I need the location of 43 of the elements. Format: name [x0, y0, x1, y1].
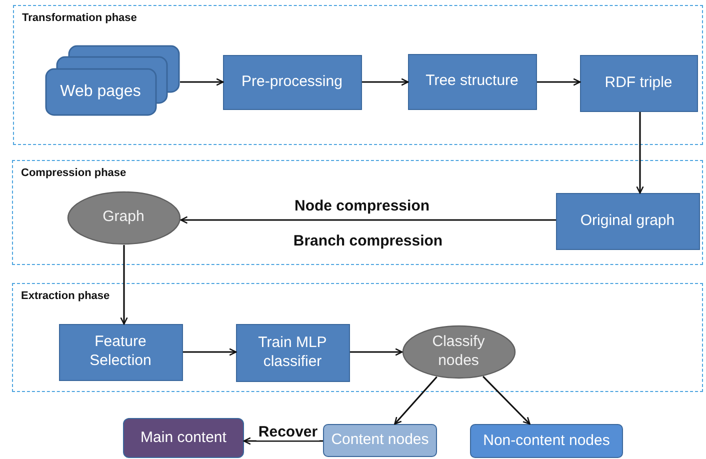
- arrow: [362, 78, 409, 86]
- annotation-text: Branch compression: [291, 232, 445, 250]
- arrow: [183, 348, 237, 356]
- node-label: Non-content nodes: [483, 432, 610, 450]
- process-box: [58, 324, 182, 380]
- node-label: Original graph: [580, 212, 675, 230]
- process-ellipse: [66, 190, 180, 244]
- arrow: [537, 78, 581, 86]
- process-box: [236, 324, 350, 382]
- arrow: [350, 348, 403, 356]
- phase-panel: [13, 5, 703, 145]
- phase-panel: [12, 160, 703, 265]
- process-box: [222, 54, 362, 110]
- node-label: Main content: [140, 428, 226, 448]
- stacked-pages-box: [44, 44, 180, 116]
- arrow: [180, 216, 556, 224]
- process-box: [123, 418, 244, 458]
- process-box: [408, 54, 536, 110]
- node-label: Web pages: [60, 82, 141, 100]
- node-label: Train MLP classifier: [257, 334, 328, 372]
- node-label: Graph: [102, 208, 144, 227]
- node-label: Feature Selection: [88, 333, 152, 371]
- panel-heading: Compression phase: [21, 167, 126, 179]
- arrow: [394, 376, 438, 425]
- process-box: [580, 54, 698, 112]
- node-label: Tree structure: [426, 72, 518, 91]
- arrow: [120, 245, 128, 325]
- process-box: [470, 424, 623, 458]
- phase-panel: [12, 283, 703, 392]
- node-label: Classify nodes: [431, 332, 486, 370]
- edge-label: Recover: [256, 424, 320, 440]
- panel-heading: Transformation phase: [22, 12, 137, 24]
- process-box: [556, 192, 700, 250]
- panel-heading: Extraction phase: [21, 290, 110, 302]
- node-label: Content nodes: [331, 431, 429, 450]
- arrow: [636, 112, 644, 194]
- arrow: [243, 437, 323, 445]
- arrow: [180, 78, 224, 86]
- node-label: Pre-processing: [242, 72, 342, 92]
- process-box: [323, 424, 437, 457]
- process-ellipse: [402, 324, 516, 378]
- arrow: [482, 376, 530, 425]
- node-label: RDF triple: [604, 74, 672, 92]
